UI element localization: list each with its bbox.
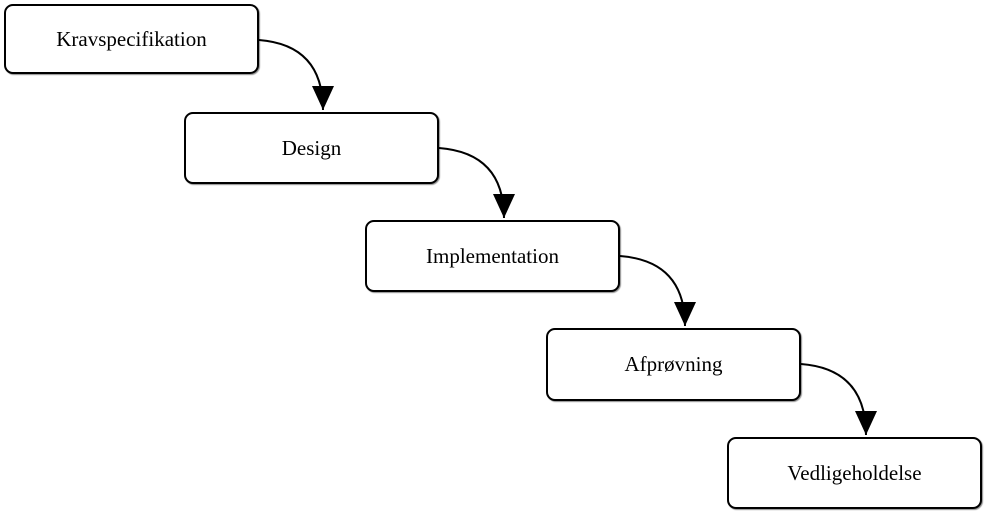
arrow-implementation-to-afprovning — [619, 255, 696, 327]
flow-node-implementation: Implementation — [365, 220, 620, 292]
node-label: Kravspecifikation — [56, 26, 207, 51]
flow-node-design: Design — [184, 112, 439, 184]
arrow-design-to-implementation — [438, 147, 515, 219]
node-label: Design — [281, 135, 342, 160]
flow-node-kravspecifikation: Kravspecifikation — [4, 4, 259, 74]
node-label: Afprøvning — [624, 352, 723, 376]
arrow-afprovning-to-vedligeholdelse — [800, 363, 877, 436]
flow-node-afprovning: Afprøvning — [546, 328, 801, 401]
node-label: Vedligeholdelse — [787, 460, 922, 485]
node-label: Implementation — [426, 243, 559, 268]
arrow-kravspecifikation-to-design — [258, 39, 334, 111]
flow-node-vedligeholdelse: Vedligeholdelse — [727, 437, 982, 509]
